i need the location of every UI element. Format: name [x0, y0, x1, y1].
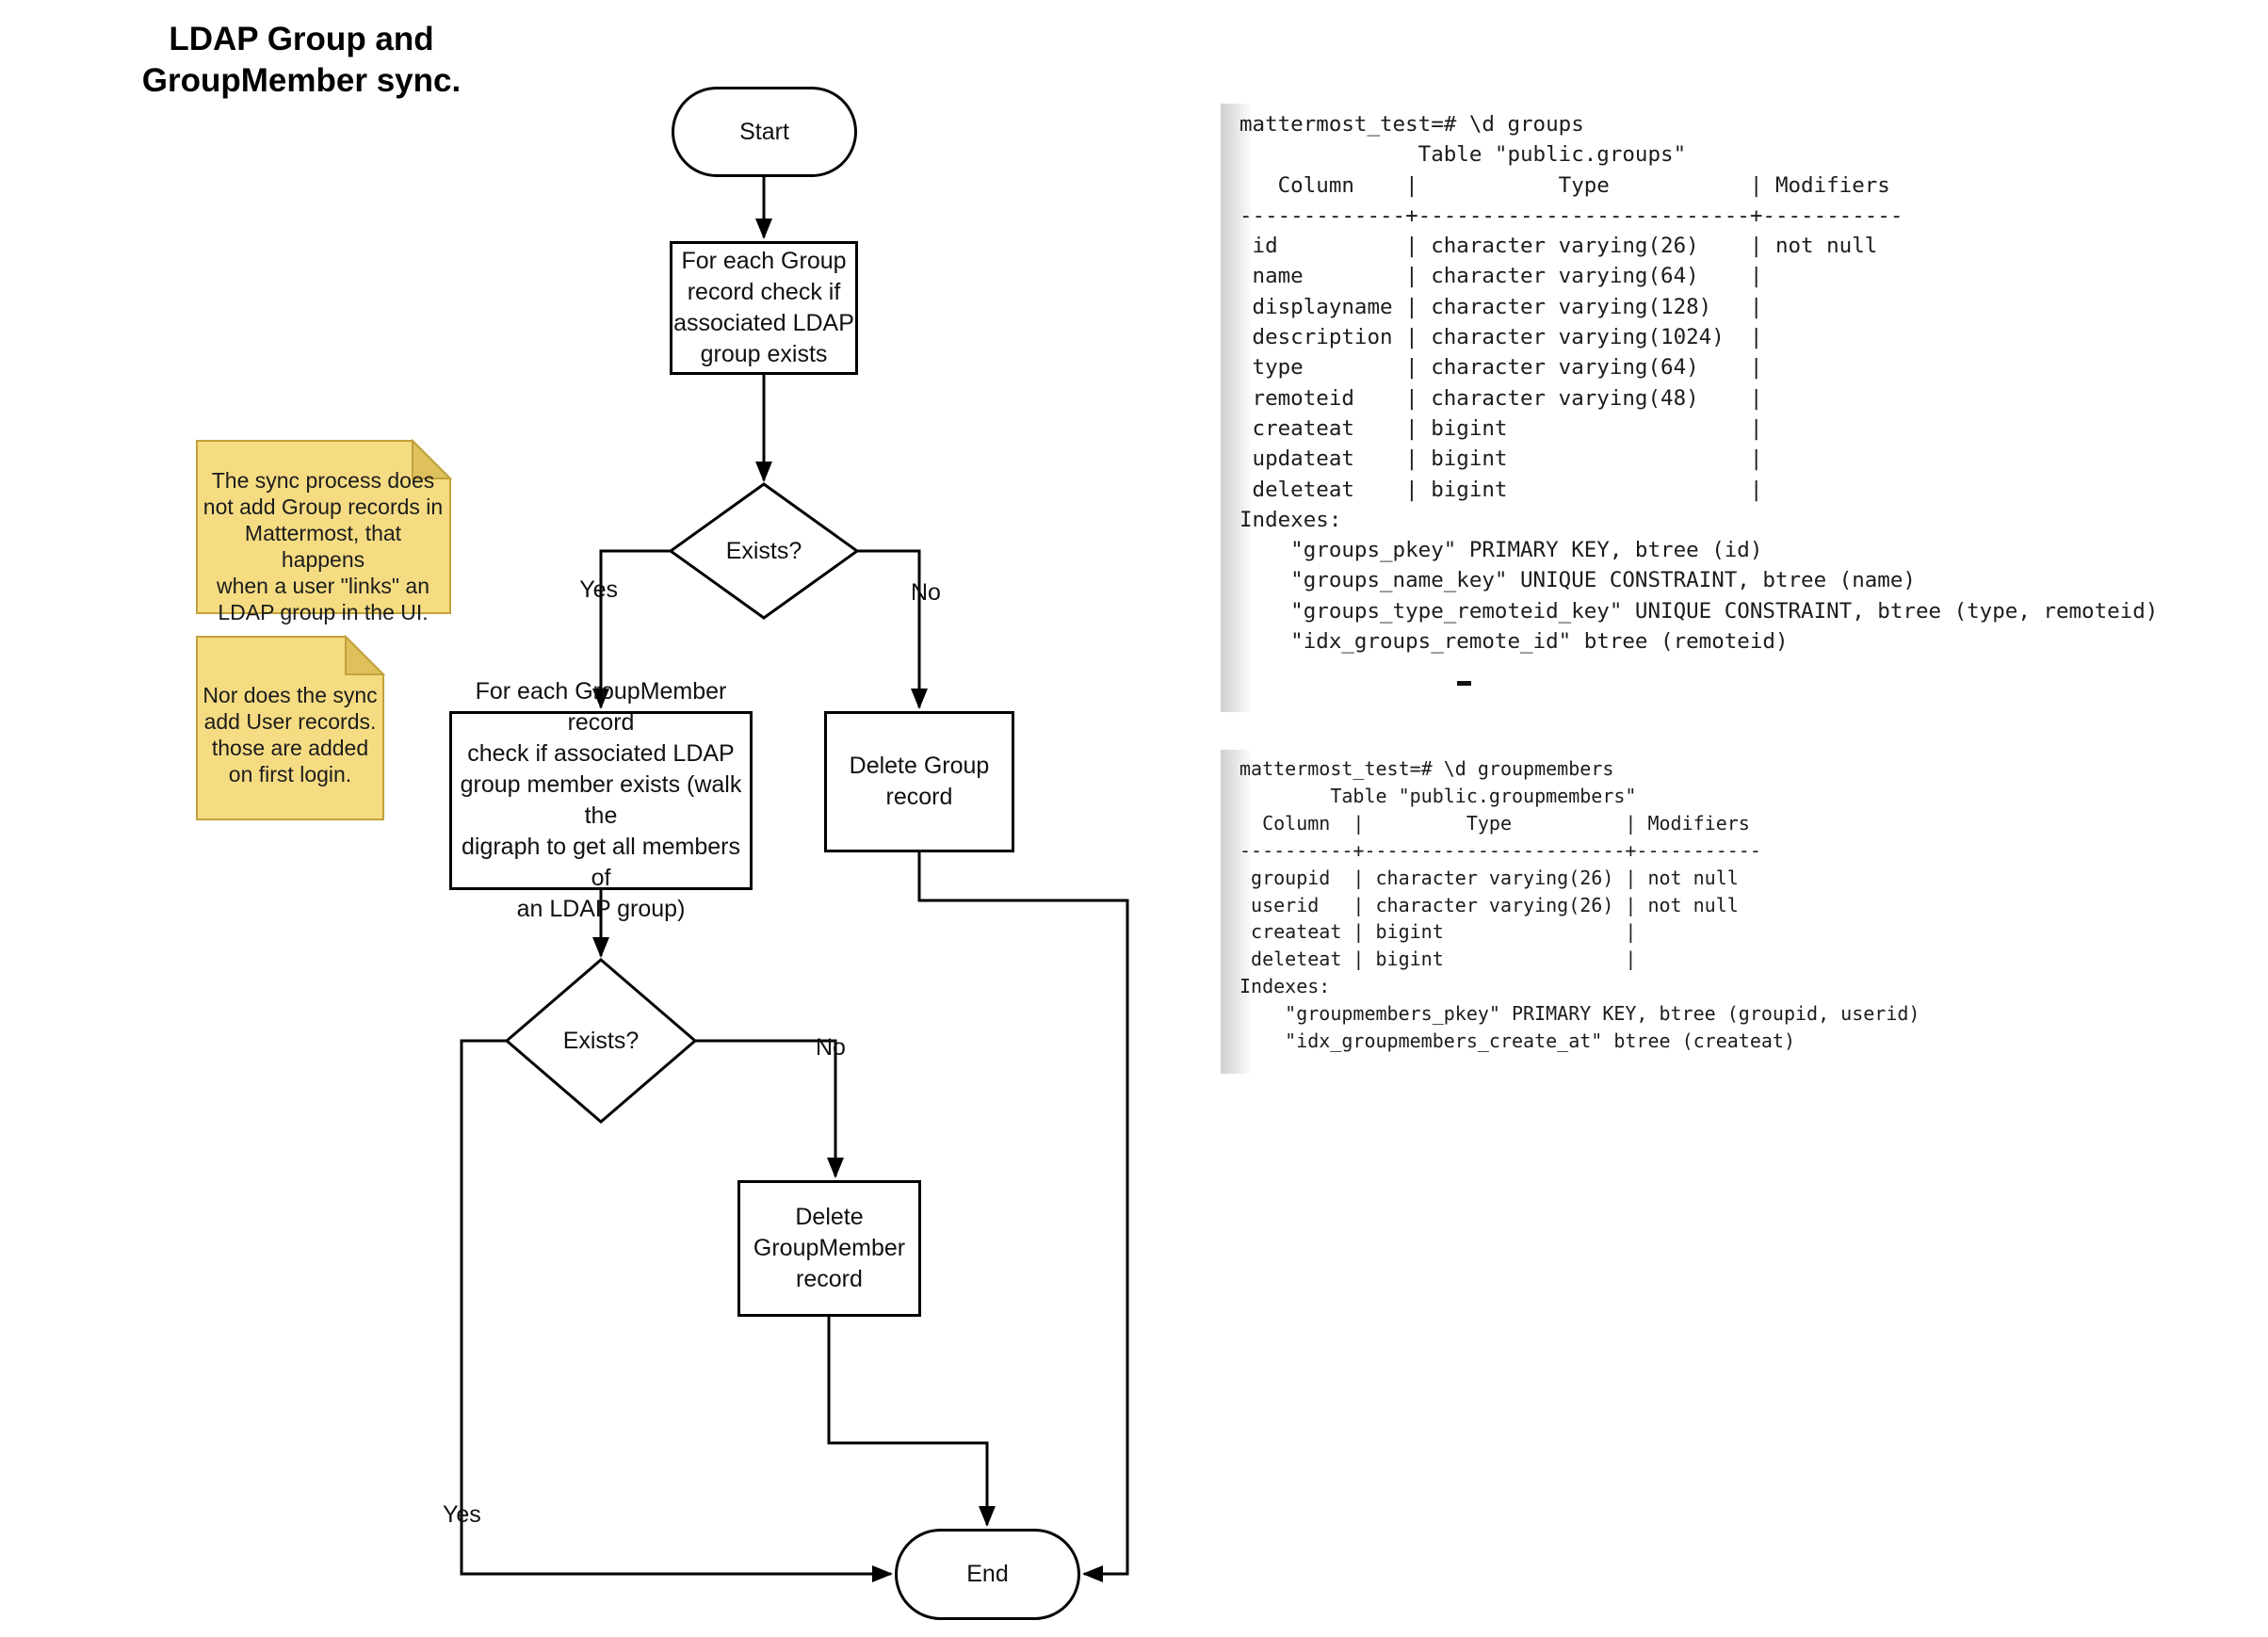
psql-groupmembers-table-text: mattermost_test=# \d groupmembers Table …	[1239, 757, 1920, 1053]
sticky-note-2-fold	[345, 634, 386, 675]
edge-exists2-no	[695, 1039, 844, 1178]
delete-groupmember-process: Delete GroupMember record	[737, 1180, 921, 1317]
delete-groupmember-process-label: Delete GroupMember record	[753, 1204, 906, 1292]
exists1-diamond	[668, 482, 860, 620]
exists2-no-label: No	[816, 1034, 846, 1061]
delete-group-process: Delete Group record	[824, 711, 1014, 852]
psql-groups-table-output: mattermost_test=# \d groups Table "publi…	[1221, 104, 2200, 712]
sticky-note-2-shape	[196, 636, 384, 820]
check-group-process: For each Group record check if associate…	[670, 241, 858, 375]
psql-groupmembers-table-output: mattermost_test=# \d groupmembers Table …	[1221, 750, 1946, 1074]
end-node: End	[895, 1529, 1080, 1620]
edge-delete-group-to-end	[917, 852, 1129, 1582]
edge-delete-groupmember-to-end	[827, 1317, 996, 1527]
exists1-no-label: No	[911, 579, 941, 606]
start-node-label: Start	[739, 118, 789, 145]
sticky-note-1-shape	[196, 440, 451, 614]
exists2-decision-label: Exists?	[562, 1027, 640, 1054]
end-node-label: End	[966, 1561, 1009, 1587]
exists2-diamond	[504, 958, 698, 1124]
sticky-note-2-text: Nor does the sync add User records. thos…	[202, 683, 378, 786]
sticky-note-1-text: The sync process does not add Group reco…	[202, 468, 444, 624]
edge-exists1-yes	[592, 549, 671, 709]
check-groupmember-process: For each GroupMember record check if ass…	[449, 678, 753, 922]
diagram-title: LDAP Group and GroupMember sync.	[141, 21, 462, 99]
check-group-process-label: For each Group record check if associate…	[673, 248, 854, 367]
sticky-note-1-fold	[412, 438, 453, 479]
exists2-yes-label: Yes	[443, 1501, 481, 1528]
psql-groups-table-text: mattermost_test=# \d groups Table "publi…	[1239, 112, 2159, 655]
edge-exists2-yes-to-end	[460, 1039, 893, 1582]
exists1-yes-label: Yes	[579, 576, 618, 603]
terminal-cursor-dash	[1457, 681, 1471, 686]
edge-exists1-no	[857, 549, 928, 709]
exists1-decision-label: Exists?	[725, 537, 802, 564]
check-groupmember-process-label: For each GroupMember record check if ass…	[460, 678, 742, 922]
start-node: Start	[672, 87, 857, 177]
delete-group-process-label: Delete Group record	[849, 753, 990, 810]
